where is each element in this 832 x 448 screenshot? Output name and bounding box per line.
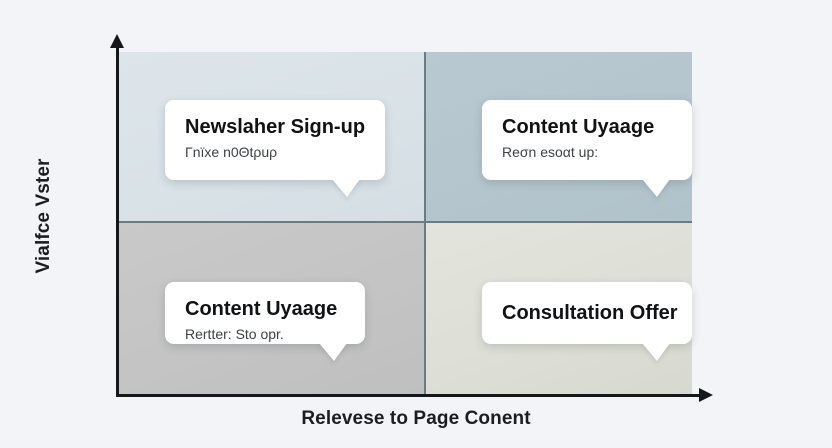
callout-tail bbox=[642, 179, 670, 197]
y-axis-line bbox=[116, 45, 119, 397]
callout-tail bbox=[642, 343, 670, 361]
callout-card-content-usage-bottom[interactable]: Content Uyaage Rertter: Sto opr. bbox=[165, 282, 365, 361]
callout-tail bbox=[319, 343, 347, 361]
callout-subtitle: Rertter: Sto opr. bbox=[185, 326, 284, 342]
arrow-right-icon bbox=[699, 388, 713, 402]
x-axis-line bbox=[116, 394, 702, 397]
callout-card-newsletter[interactable]: Newslaher Sign-up Γnïxe n0Θtρuρ bbox=[165, 100, 385, 197]
callout-tail bbox=[332, 179, 360, 197]
quadrant-divider-vertical bbox=[424, 52, 426, 394]
callout-title: Newslaher Sign-up bbox=[185, 116, 366, 138]
callout-title: Content Uyaage bbox=[185, 298, 338, 320]
quadrant-divider-horizontal bbox=[118, 221, 692, 223]
callout-card-content-usage-top[interactable]: Content Uyaage Reσn esoαt up: bbox=[482, 100, 692, 197]
callout-title: Content Uyaage bbox=[502, 116, 655, 138]
callout-title: Consultation Offer bbox=[502, 302, 678, 324]
x-axis-label: Relevese to Page Conent bbox=[301, 408, 531, 429]
y-axis-label: Vialfce Vster bbox=[33, 158, 54, 274]
callout-subtitle: Γnïxe n0Θtρuρ bbox=[185, 144, 278, 160]
callout-subtitle: Reσn esoαt up: bbox=[502, 144, 599, 160]
arrow-up-icon bbox=[110, 34, 124, 48]
callout-card-consultation-offer[interactable]: Consultation Offer bbox=[482, 282, 692, 361]
